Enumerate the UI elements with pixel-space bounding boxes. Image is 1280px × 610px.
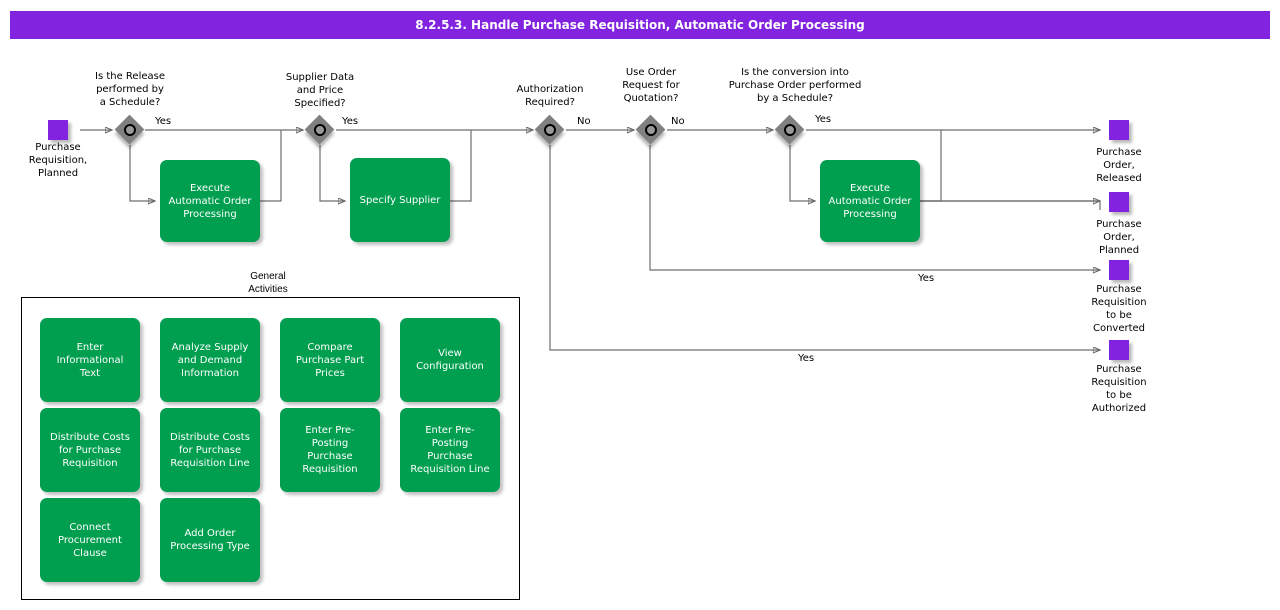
task-execute-automatic-order-processing-1[interactable]: Execute Automatic Order Processing [160,160,260,242]
activity-distribute-costs-for-purchase-requisition-line[interactable]: Distribute Costs for Purchase Requisitio… [160,408,260,492]
edge-label-gw2-yes: Yes [342,116,359,127]
activity-distribute-costs-for-purchase-requisition[interactable]: Distribute Costs for Purchase Requisitio… [40,408,140,492]
gateway-label-conversion-into-purchase-order-by-schedule: Is the conversion into Purchase Order pe… [728,67,862,104]
edge-task2-to-gw3 [450,130,472,202]
gateway-supplier-data-price-specified[interactable] [304,114,335,145]
gateway-label-authorization-required: Authorization Required? [516,84,584,108]
event-icon-end [1109,340,1129,360]
inclusive-gateway-circle-icon [784,124,796,136]
end-event-label-purchase-requisition-to-be-converted: Purchase Requisition to be Converted [1091,284,1147,334]
inclusive-gateway-circle-icon [314,124,326,136]
edge-label-gw4-no: No [671,116,685,127]
activity-enter-informational-text[interactable]: Enter Informational Text [40,318,140,402]
activity-enter-pre-posting-purchase-requisition[interactable]: Enter Pre- Posting Purchase Requisition [280,408,380,492]
inclusive-gateway-circle-icon [645,124,657,136]
edge-label-gw5-yes: Yes [815,114,832,125]
edge-gw2-to-task2 [319,145,345,201]
end-event-label-purchase-order-planned: Purchase Order, Planned [1096,219,1142,256]
edge-label-gw4-yes: Yes [918,273,935,284]
end-event-label-purchase-requisition-to-be-authorized: Purchase Requisition to be Authorized [1091,364,1147,414]
task-execute-automatic-order-processing-2[interactable]: Execute Automatic Order Processing [820,160,920,242]
gateway-authorization-required[interactable] [534,114,565,145]
inclusive-gateway-circle-icon [544,124,556,136]
event-icon-end [1109,260,1129,280]
inclusive-gateway-circle-icon [124,124,136,136]
gateway-label-release-by-schedule: Is the Release performed by a Schedule? [95,71,165,108]
page-title: 8.2.5.3. Handle Purchase Requisition, Au… [415,18,865,32]
diagram-title-bar: 8.2.5.3. Handle Purchase Requisition, Au… [10,11,1270,39]
edge-task3-to-end2-seg [920,200,1101,210]
activity-enter-pre-posting-purchase-requisition-line[interactable]: Enter Pre- Posting Purchase Requisition … [400,408,500,492]
activity-add-order-processing-type[interactable]: Add Order Processing Type [160,498,260,582]
activity-view-configuration[interactable]: View Configuration [400,318,500,402]
edge-label-gw3-no: No [577,116,591,127]
task-specify-supplier[interactable]: Specify Supplier [350,158,450,242]
gateway-label-supplier-data-price-specified: Supplier Data and Price Specified? [285,72,355,109]
event-icon-start [48,120,68,140]
gateway-conversion-into-purchase-order-by-schedule[interactable] [774,114,805,145]
edge-gw1-to-task1 [129,145,155,201]
event-icon-end [1109,120,1129,140]
activity-connect-procurement-clause[interactable]: Connect Procurement Clause [40,498,140,582]
edge-task1-to-gw2 [260,130,282,202]
activity-analyze-supply-and-demand-information[interactable]: Analyze Supply and Demand Information [160,318,260,402]
general-activities-title: General Activities [248,271,288,295]
end-event-label-purchase-order-released: Purchase Order, Released [1096,147,1142,184]
gateway-use-order-request-for-quotation[interactable] [635,114,666,145]
gateway-release-by-schedule[interactable] [114,114,145,145]
edge-label-gw3-yes: Yes [798,353,815,364]
edge-gw5-to-task3 [789,145,815,201]
edge-label-gw1-yes: Yes [155,116,172,127]
activity-compare-purchase-part-prices[interactable]: Compare Purchase Part Prices [280,318,380,402]
edge-task3-up-to-end1 [920,130,942,202]
event-icon-end [1109,192,1129,212]
start-event-label: Purchase Requisition, Planned [28,142,88,179]
gateway-label-use-order-request-for-quotation: Use Order Request for Quotation? [622,67,680,104]
